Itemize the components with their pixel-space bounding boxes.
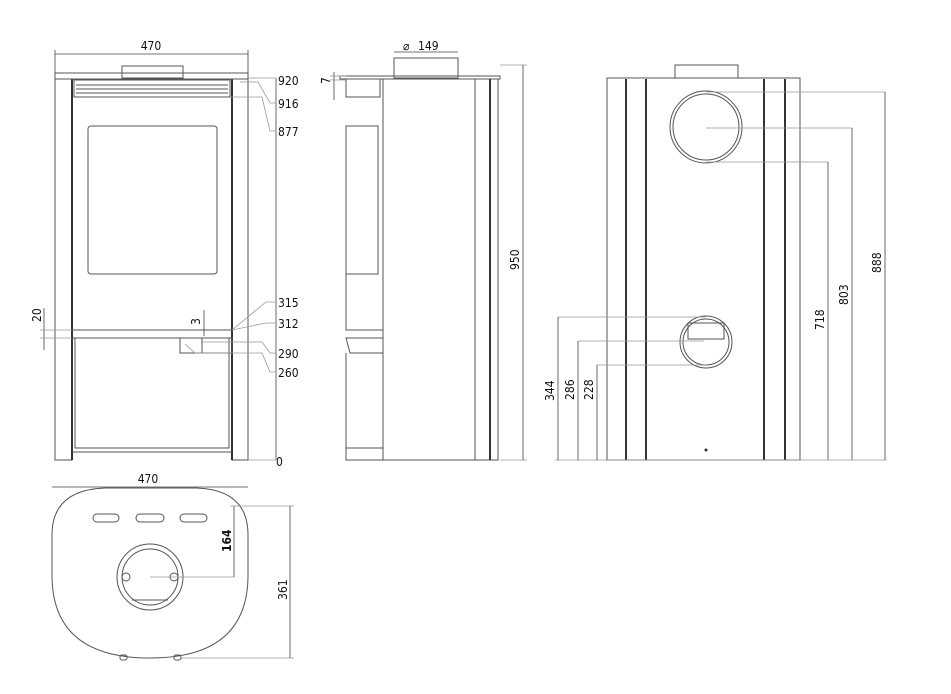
dim-877: 877 [278, 125, 299, 139]
door-glass [87, 125, 218, 275]
dim-920: 920 [278, 74, 299, 88]
dim-312: 312 [278, 317, 299, 331]
dim-20: 20 [30, 308, 44, 322]
top-width-label: 470 [138, 472, 159, 486]
upper-flue-outlet [669, 90, 743, 164]
side-view: ⌀ 149 950 7 [319, 39, 527, 461]
top-view: 470 361 164 [51, 472, 294, 661]
dim-361: 361 [276, 579, 290, 600]
front-view: 470 920 916 877 315 312 290 260 0 20 3 [30, 39, 299, 469]
flue-diameter-symbol: ⌀ [403, 39, 410, 53]
dim-0: 0 [276, 455, 283, 469]
front-width-label: 470 [141, 39, 162, 53]
dim-950: 950 [508, 249, 522, 270]
dim-803: 803 [837, 284, 851, 305]
dim-286: 286 [563, 379, 577, 400]
dim-888: 888 [870, 252, 884, 273]
dim-7: 7 [319, 77, 333, 84]
dim-718: 718 [813, 309, 827, 330]
dim-260: 260 [278, 366, 299, 380]
lower-air-inlet [679, 315, 733, 369]
dim-344: 344 [543, 380, 557, 401]
dim-916: 916 [278, 97, 299, 111]
dim-315: 315 [278, 296, 299, 310]
dim-3: 3 [189, 318, 203, 325]
dim-290: 290 [278, 347, 299, 361]
dim-164: 164 [220, 529, 234, 552]
dim-149: 149 [418, 39, 439, 53]
dim-228: 228 [582, 379, 596, 400]
rear-view: 888 803 718 344 286 228 [543, 64, 887, 461]
